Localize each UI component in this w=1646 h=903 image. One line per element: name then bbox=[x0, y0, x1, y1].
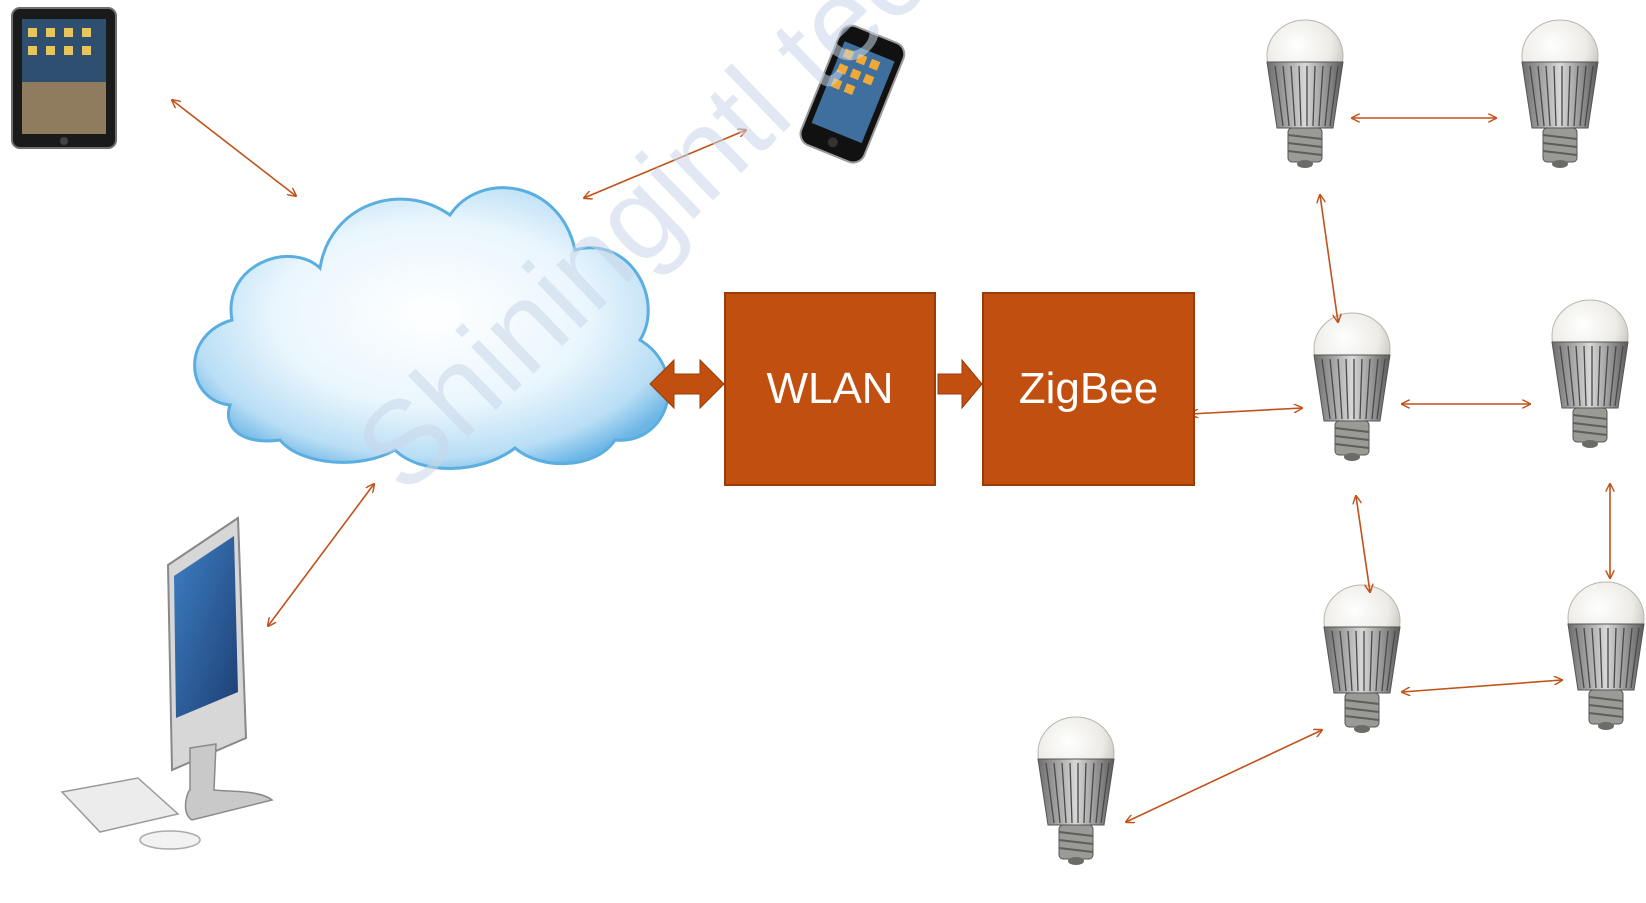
light-bulb-icon bbox=[1313, 312, 1391, 462]
zigbee-box: ZigBee bbox=[982, 292, 1195, 486]
zigbee-label: ZigBee bbox=[1018, 364, 1159, 413]
connector-arrow bbox=[1126, 730, 1322, 822]
connector-arrow bbox=[1190, 408, 1302, 414]
light-bulb-icon bbox=[1323, 584, 1401, 734]
light-bulb-icon bbox=[1037, 716, 1115, 866]
connector-arrow bbox=[1402, 680, 1562, 692]
wlan-label: WLAN bbox=[766, 364, 894, 413]
smartphone-icon bbox=[799, 24, 906, 164]
desktop-computer-icon bbox=[60, 516, 274, 850]
light-bulb-icon bbox=[1266, 19, 1344, 169]
connector-arrow bbox=[172, 100, 296, 196]
connector-arrow bbox=[584, 130, 746, 198]
connector-arrow bbox=[268, 484, 374, 626]
connector-arrow bbox=[1320, 195, 1338, 322]
block-arrow bbox=[937, 358, 983, 410]
light-bulb-icon bbox=[1551, 299, 1629, 449]
light-bulb-icon bbox=[1567, 581, 1645, 731]
cloud-icon bbox=[193, 186, 670, 470]
connector-arrow bbox=[1356, 496, 1370, 592]
wlan-box: WLAN bbox=[724, 292, 936, 486]
tablet-icon bbox=[11, 7, 117, 149]
light-bulb-icon bbox=[1521, 19, 1599, 169]
